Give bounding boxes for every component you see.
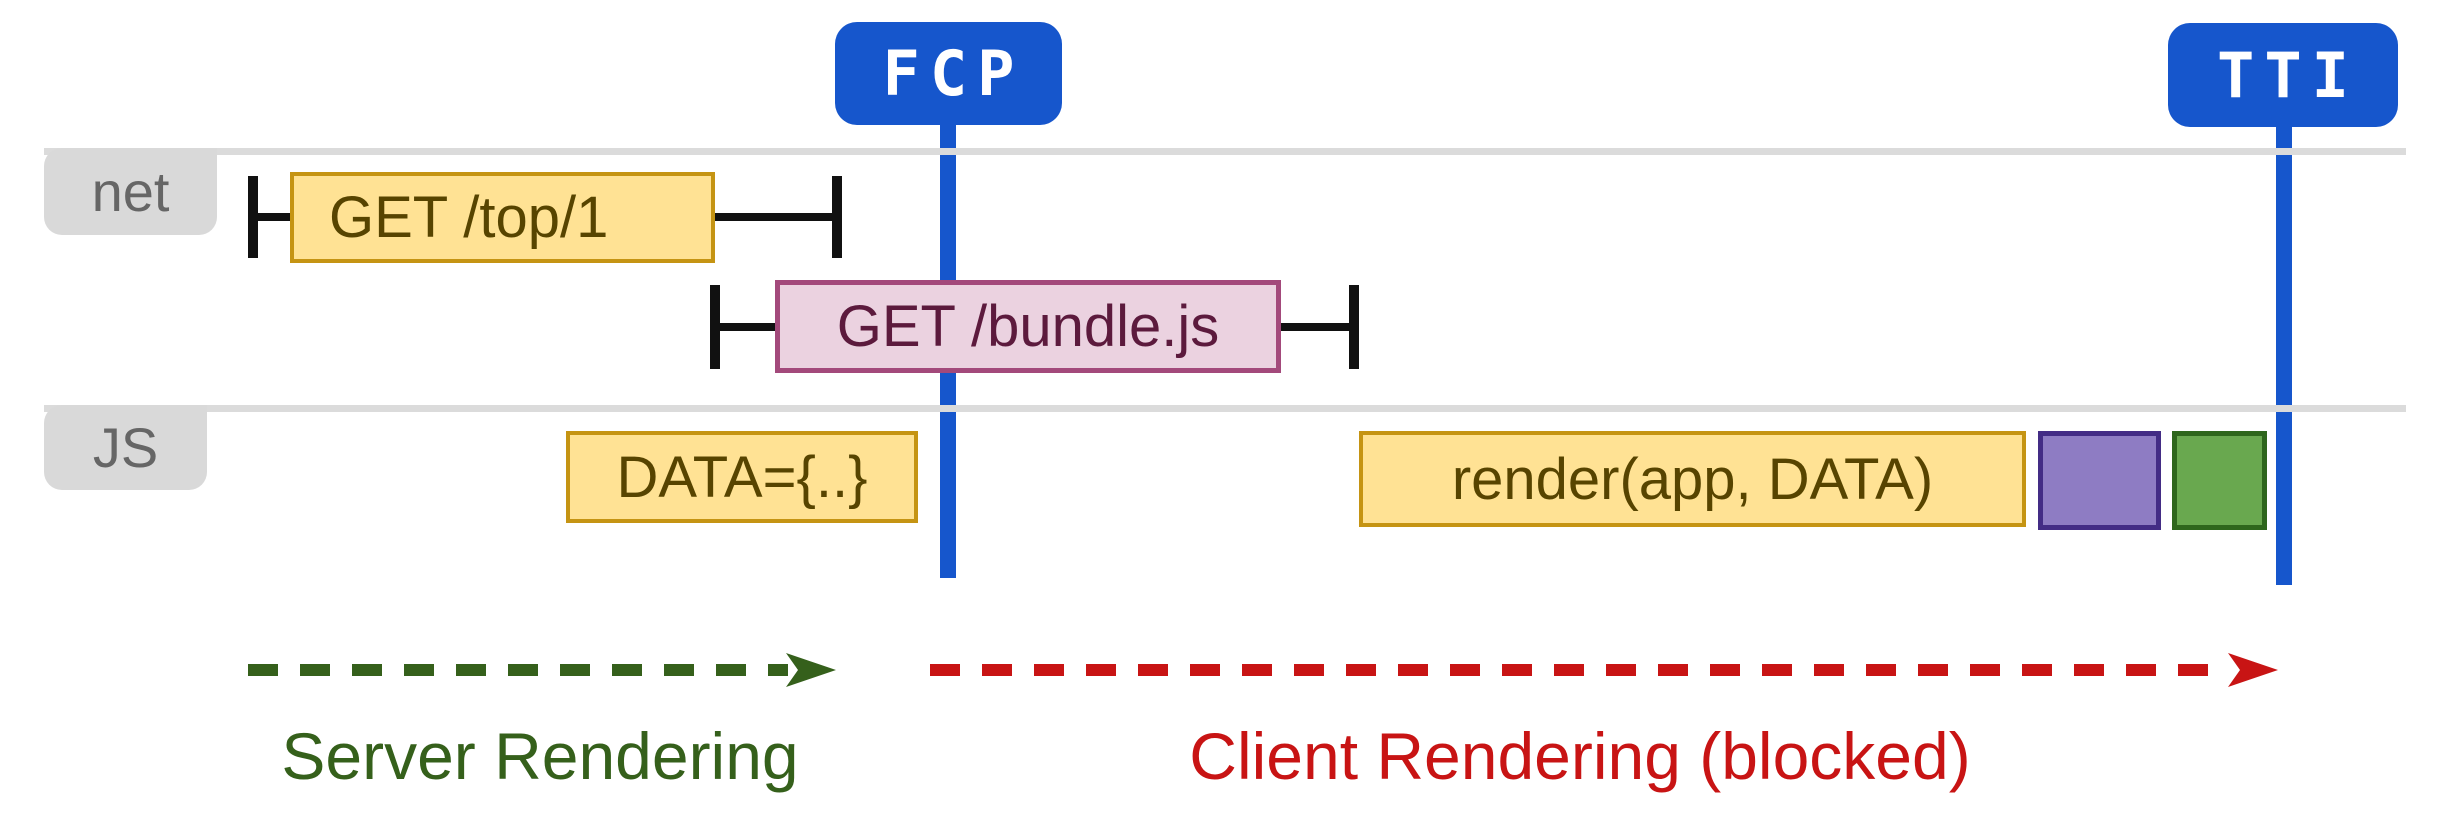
client-arrowhead-icon	[2228, 653, 2278, 687]
get-top-left-connector	[258, 213, 290, 221]
net-lane-label-text: net	[91, 160, 170, 223]
net-lane-label: net	[44, 148, 217, 235]
task-get-top: GET /top/1	[290, 172, 715, 263]
task-render: render(app, DATA)	[1359, 431, 2026, 527]
net-lane-line	[44, 148, 2406, 155]
task-get-bundle-label: GET /bundle.js	[836, 294, 1220, 359]
tti-badge: TTI	[2168, 23, 2398, 127]
task-data: DATA={..}	[566, 431, 918, 523]
client-rendering-arrow	[930, 664, 2230, 676]
fcp-badge: FCP	[835, 22, 1062, 125]
green-task-box	[2172, 431, 2267, 530]
js-lane-label: JS	[44, 405, 207, 490]
get-bundle-start-whisker	[710, 285, 720, 369]
fcp-badge-text: FCP	[882, 37, 1025, 110]
get-bundle-left-connector	[720, 323, 775, 331]
get-bundle-end-whisker	[1349, 285, 1359, 369]
task-get-top-label: GET /top/1	[329, 185, 609, 250]
task-data-label: DATA={..}	[616, 444, 868, 510]
client-rendering-label: Client Rendering (blocked)	[1189, 719, 1971, 793]
purple-task-box	[2038, 431, 2161, 530]
tti-badge-text: TTI	[2217, 38, 2359, 112]
task-render-label: render(app, DATA)	[1451, 446, 1934, 512]
js-lane-label-text: JS	[92, 416, 159, 479]
get-bundle-right-connector	[1281, 323, 1349, 331]
get-top-right-connector	[715, 213, 832, 221]
get-top-start-whisker	[248, 176, 258, 258]
server-arrowhead-icon	[786, 653, 836, 687]
server-rendering-label: Server Rendering	[281, 719, 799, 793]
server-rendering-arrow	[248, 664, 788, 676]
task-get-bundle: GET /bundle.js	[775, 280, 1281, 373]
js-lane-line	[44, 405, 2406, 412]
get-top-end-whisker	[832, 176, 842, 258]
tti-marker-line	[2276, 122, 2292, 585]
